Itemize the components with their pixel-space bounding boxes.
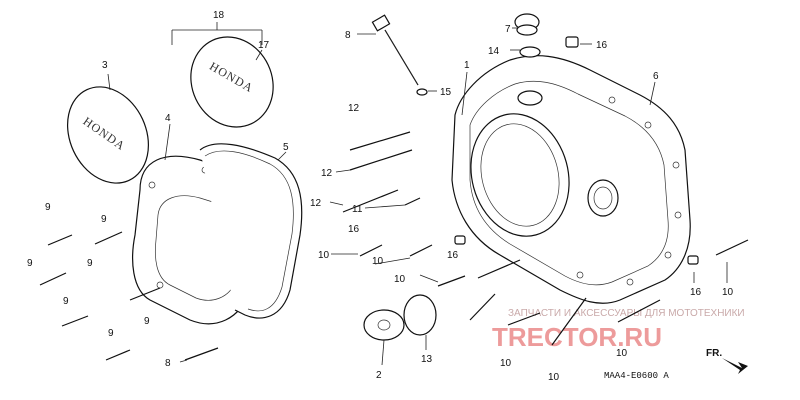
bracket-18 <box>171 22 263 45</box>
part-16-dowel-top <box>565 36 579 48</box>
callout-9-c: 9 <box>27 258 33 269</box>
diagram-code: MAA4-E0600 A <box>604 371 669 381</box>
callout-8-b: 8 <box>165 358 171 369</box>
callout-10-a: 10 <box>318 250 330 261</box>
callout-4: 4 <box>165 113 171 124</box>
callout-10-b: 10 <box>372 256 384 267</box>
part-7-filler-cap <box>514 13 540 36</box>
callout-7: 7 <box>505 24 511 35</box>
callout-9-f: 9 <box>144 316 150 327</box>
callout-10-g: 10 <box>548 372 560 383</box>
bolts-part-9 <box>39 231 219 361</box>
callout-9-a: 9 <box>45 202 51 213</box>
part-15-o-ring <box>416 88 428 96</box>
front-arrow: FR. <box>706 348 748 374</box>
callout-12-b: 12 <box>321 168 333 179</box>
part-14-o-ring <box>519 46 541 58</box>
leader-lines <box>107 27 728 366</box>
callout-labels: 18 17 3 4 5 8 7 14 16 1 6 15 12 12 12 11… <box>27 10 734 383</box>
watermark-text: ЗАПЧАСТИ И АКСЕССУАРЫ ДЛЯ МОТОТЕХНИКИ <box>508 308 745 319</box>
callout-2: 2 <box>376 370 382 381</box>
part-13-o-ring <box>403 294 437 336</box>
part-3-logo-cover: HONDA <box>66 86 150 184</box>
part-2-oil-seal <box>363 309 405 341</box>
callout-15: 15 <box>440 87 452 98</box>
front-marker-text: FR. <box>706 348 722 359</box>
callout-11: 11 <box>352 204 363 215</box>
part-1-crankcase-cover <box>451 55 691 304</box>
callout-10-d: 10 <box>722 287 734 298</box>
callout-9-g: 9 <box>108 328 114 339</box>
callout-16-low: 16 <box>447 250 459 261</box>
callout-16-right: 16 <box>690 287 702 298</box>
callout-9-b: 9 <box>101 214 107 225</box>
callout-3: 3 <box>102 60 108 71</box>
callout-10-f: 10 <box>616 348 628 359</box>
callout-14: 14 <box>488 46 500 57</box>
callout-17: 17 <box>258 40 270 51</box>
callout-18: 18 <box>213 10 225 21</box>
callout-16-mid: 16 <box>348 224 360 235</box>
callout-9-d: 9 <box>87 258 93 269</box>
callout-10-c: 10 <box>394 274 406 285</box>
callout-6: 6 <box>653 71 659 82</box>
callout-9-e: 9 <box>63 296 69 307</box>
part-8-dipstick <box>371 14 419 86</box>
bolts-middle <box>342 131 749 346</box>
callout-1: 1 <box>464 60 470 71</box>
callout-8: 8 <box>345 30 351 41</box>
callout-13: 13 <box>421 354 433 365</box>
part-5-gasket <box>199 143 303 319</box>
brand-watermark: TRECTOR.RU <box>492 322 662 352</box>
callout-5: 5 <box>283 142 289 153</box>
callout-16-top: 16 <box>596 40 608 51</box>
callout-10-e: 10 <box>500 358 512 369</box>
part-17-logo-cover: HONDA <box>190 36 274 128</box>
callout-12-a: 12 <box>348 103 360 114</box>
callout-12-c: 12 <box>310 198 322 209</box>
front-arrow-icon <box>722 358 748 374</box>
